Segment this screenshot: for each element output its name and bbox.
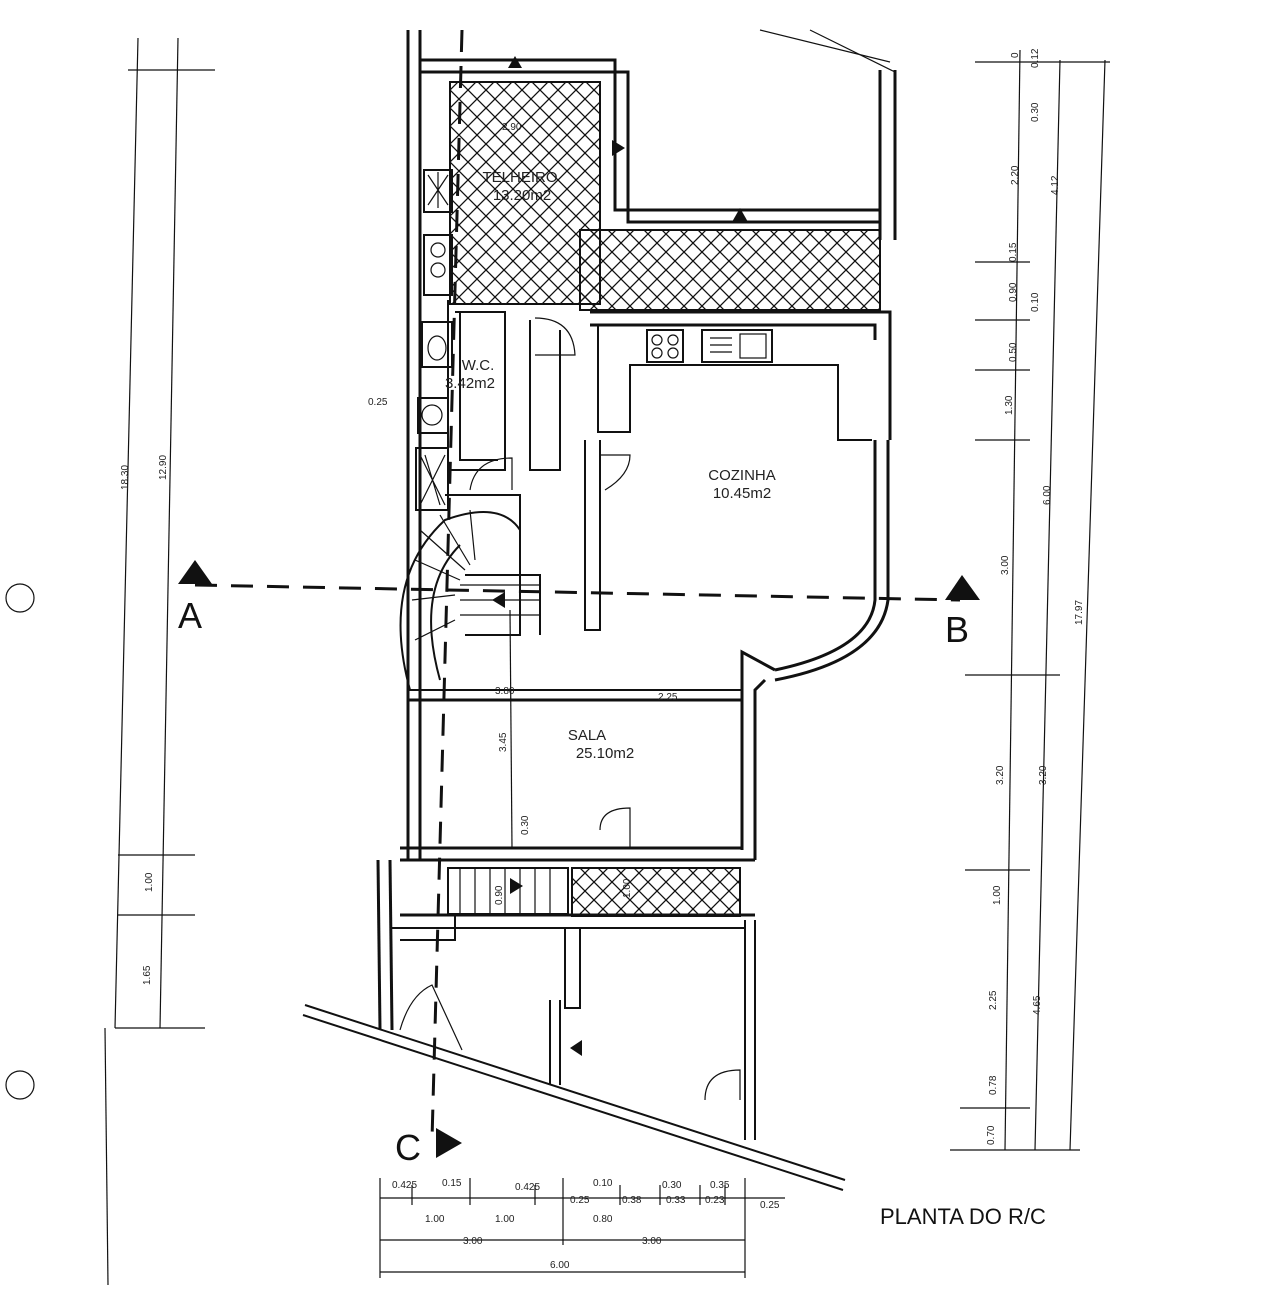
dim-right-4-12: 4.12 bbox=[1050, 175, 1061, 195]
dim-bottom-0-80: 0.80 bbox=[593, 1214, 613, 1225]
section-lines bbox=[178, 29, 980, 1158]
dim-0-25-wc: 0.25 bbox=[368, 397, 388, 408]
dim-0-90: 0.90 bbox=[494, 885, 505, 905]
dim-bottom-0-35: 0.35 bbox=[710, 1180, 730, 1191]
dim-bottom-0-425a: 0.425 bbox=[392, 1180, 417, 1191]
dim-1-00-hall: 1.00 bbox=[622, 878, 633, 898]
room-wc-name: W.C. bbox=[462, 357, 495, 374]
room-cozinha-name: COZINHA bbox=[708, 467, 776, 484]
dim-bottom-0-425b: 0.425 bbox=[515, 1182, 540, 1193]
drawing-title: PLANTA DO R/C bbox=[880, 1204, 1046, 1229]
dim-right-0-70: 0.70 bbox=[986, 1125, 997, 1145]
binder-hole-top bbox=[5, 583, 35, 613]
section-label-c: C bbox=[395, 1127, 421, 1168]
dim-bottom-6-00: 6.00 bbox=[550, 1260, 570, 1271]
dim-2-25-sala: 2.25 bbox=[658, 692, 678, 703]
right-outer-dims: 4.12 6.00 3.20 4.65 17.97 bbox=[1032, 175, 1085, 1015]
section-a-marker bbox=[178, 560, 212, 584]
dim-3-80: 3.80 bbox=[495, 686, 515, 697]
room-sala-area: 25.10m2 bbox=[576, 745, 634, 762]
building-walls bbox=[376, 29, 897, 1140]
room-sala-name: SALA bbox=[568, 727, 606, 744]
dim-right-1-30: 1.30 bbox=[1004, 395, 1015, 415]
dim-left-1-00: 1.00 bbox=[144, 872, 155, 892]
dim-bottom-0-33: 0.33 bbox=[666, 1195, 686, 1206]
room-wc-area: 3.42m2 bbox=[445, 375, 495, 392]
dim-bottom-1-00a: 1.00 bbox=[425, 1214, 445, 1225]
dim-left-18-30: 18.30 bbox=[120, 465, 131, 490]
flow-arrows bbox=[492, 56, 748, 1056]
dim-bottom-3-00a: 3.00 bbox=[463, 1236, 483, 1247]
dim-right-3-20b: 3.20 bbox=[1038, 765, 1049, 785]
dim-right-17-97: 17.97 bbox=[1074, 600, 1085, 625]
section-b-marker bbox=[945, 575, 980, 600]
dim-bottom-0-25a: 0.25 bbox=[570, 1195, 590, 1206]
dim-left-12-90: 12.90 bbox=[158, 455, 169, 480]
spiral-staircase bbox=[399, 509, 540, 691]
door-swings bbox=[399, 317, 741, 1101]
bottom-dims: 0.425 0.15 0.425 0.10 0.25 0.38 0.30 0.3… bbox=[392, 1178, 780, 1271]
dim-right-0-50: 0.50 bbox=[1008, 342, 1019, 362]
dim-right-3-00: 3.00 bbox=[1000, 555, 1011, 575]
dim-right-6-00: 6.00 bbox=[1042, 485, 1053, 505]
dim-bottom-0-38: 0.38 bbox=[622, 1195, 642, 1206]
dim-right-0-78: 0.78 bbox=[988, 1075, 999, 1095]
room-telheiro-area: 13.20m2 bbox=[493, 187, 551, 204]
right-dimension-lines bbox=[950, 49, 1110, 1151]
dim-right-2-20: 2.20 bbox=[1010, 165, 1021, 185]
dim-right-2-25: 2.25 bbox=[988, 990, 999, 1010]
dim-right-3-20: 3.20 bbox=[995, 765, 1006, 785]
hatched-areas bbox=[449, 81, 881, 917]
dim-bottom-0-30: 0.30 bbox=[662, 1180, 682, 1191]
dim-bottom-0-10: 0.10 bbox=[593, 1178, 613, 1189]
dim-right-1-00: 1.00 bbox=[992, 885, 1003, 905]
bottom-dimension-lines bbox=[379, 1178, 785, 1278]
dim-right-0-12: 0.12 bbox=[1030, 48, 1041, 68]
dim-bottom-3-00b: 3.00 bbox=[642, 1236, 662, 1247]
dim-right-4-65: 4.65 bbox=[1032, 995, 1043, 1015]
dim-0-30: 0.30 bbox=[520, 815, 531, 835]
fixtures bbox=[415, 169, 773, 511]
binder-hole-bottom bbox=[5, 1070, 35, 1100]
section-c-marker bbox=[436, 1128, 462, 1158]
dim-right-0: 0 bbox=[1010, 52, 1021, 58]
dim-right-0-90: 0.90 bbox=[1008, 282, 1019, 302]
right-inner-dims: 0 0.12 0.30 2.20 0.15 0.90 0.10 0.50 1.3… bbox=[986, 48, 1041, 1145]
dim-2-90: 2.90 bbox=[502, 122, 522, 133]
room-telheiro-name: TELHEIRO bbox=[482, 169, 557, 186]
front-stairs bbox=[447, 867, 569, 915]
dim-bottom-0-23: 0.23 bbox=[705, 1195, 725, 1206]
dim-3-45: 3.45 bbox=[498, 732, 509, 752]
property-boundary bbox=[304, 1004, 846, 1181]
dim-right-0-15: 0.15 bbox=[1008, 242, 1019, 262]
dim-right-0-30: 0.30 bbox=[1030, 102, 1041, 122]
left-dimension-lines bbox=[104, 37, 215, 1286]
dim-bottom-0-15: 0.15 bbox=[442, 1178, 462, 1189]
section-label-b: B bbox=[945, 609, 969, 650]
section-label-a: A bbox=[178, 595, 202, 636]
room-cozinha-area: 10.45m2 bbox=[713, 485, 771, 502]
dim-bottom-0-25b: 0.25 bbox=[760, 1200, 780, 1211]
dim-right-0-10: 0.10 bbox=[1030, 292, 1041, 312]
dim-left-1-65: 1.65 bbox=[142, 965, 153, 985]
dim-bottom-1-00b: 1.00 bbox=[495, 1214, 515, 1225]
property-boundary-inner bbox=[302, 1014, 844, 1191]
